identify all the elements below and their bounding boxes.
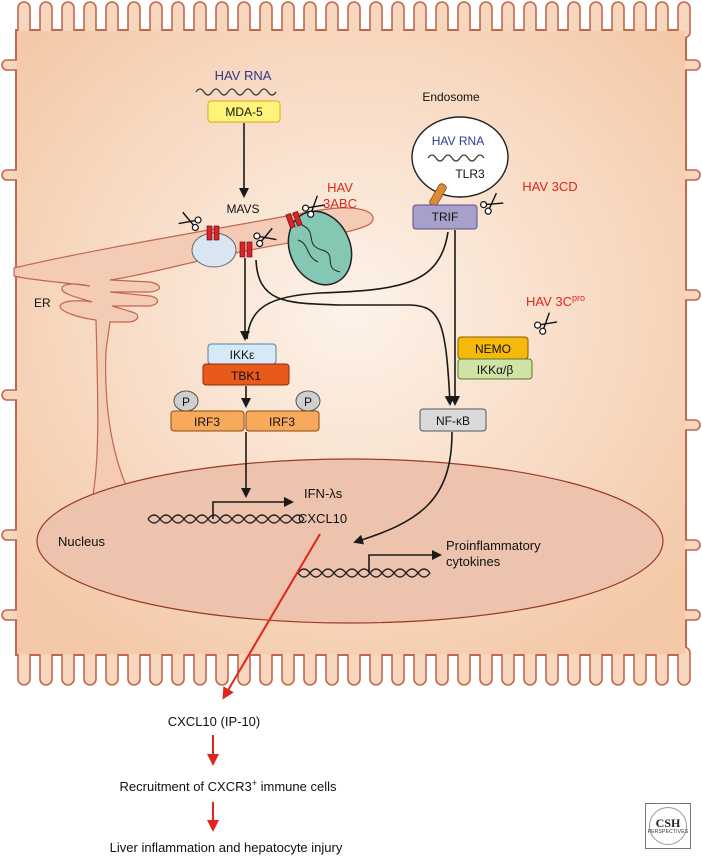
nucleus-envelope xyxy=(36,458,664,624)
liver-injury-label: Liver inflammation and hepatocyte injury xyxy=(110,840,343,855)
phospho-right-label: P xyxy=(304,395,312,409)
hav-rna-strand-cytoplasm xyxy=(195,88,277,96)
nfkb-label: NF-κB xyxy=(436,414,470,428)
promoter-arrow-cytokines xyxy=(368,550,442,573)
er-label: ER xyxy=(34,296,51,310)
mavs-dimer-mam xyxy=(239,241,253,258)
endosome-label: Endosome xyxy=(422,90,480,104)
signaling-arrows xyxy=(239,123,460,545)
irf3-left-box xyxy=(170,410,245,432)
mitochondrion xyxy=(287,210,353,286)
mavs-dimer-peroxisome xyxy=(206,225,220,241)
mavs-dimer-mitochondria xyxy=(285,211,303,229)
hav-3cpro-label: HAV 3Cpro xyxy=(526,293,585,309)
hav-rna-strand-endosome xyxy=(427,154,485,162)
logo-main-text: CSH xyxy=(655,816,681,830)
proinflammatory-label-2: cytokines xyxy=(446,554,501,569)
ikk-ab-box xyxy=(457,358,533,380)
cxcl10-ip10-label: CXCL10 (IP-10) xyxy=(168,714,260,729)
phospho-left-label: P xyxy=(182,395,190,409)
ikk-ab-label: IKKα/β xyxy=(477,363,514,377)
trif-box xyxy=(412,204,478,230)
tbk1-box xyxy=(202,363,290,386)
endoplasmic-reticulum xyxy=(13,207,374,502)
tlr3-label: TLR3 xyxy=(455,167,485,181)
cxcl10-nucleus-label: CXCL10 xyxy=(298,511,347,526)
nfkb-box xyxy=(419,408,487,432)
arrow-trif-to-ikke xyxy=(246,231,449,340)
trif-label: TRIF xyxy=(432,210,459,224)
dna-strand-ifn-2 xyxy=(147,514,305,524)
dna-strand-cytokines-2 xyxy=(297,568,431,578)
irf3-right-label: IRF3 xyxy=(269,415,295,429)
tbk1-label: TBK1 xyxy=(231,369,261,383)
hav-rna-label-endosome: HAV RNA xyxy=(432,134,484,148)
recruitment-label: Recruitment of CXCR3+ immune cells xyxy=(120,778,337,794)
promoter-arrow-ifn xyxy=(212,497,294,519)
logo-sub-text: PERSPECTIVES xyxy=(647,829,689,835)
recruitment-superscript: + xyxy=(252,778,257,788)
mavs-label: MAVS xyxy=(226,202,259,216)
dna-strand-ifn xyxy=(147,514,305,524)
dna-strand-cytokines xyxy=(297,568,431,578)
hav-3cpro-superscript: pro xyxy=(572,293,585,303)
mda5-box xyxy=(207,100,281,123)
nucleus-label: Nucleus xyxy=(58,534,105,549)
arrow-cxcl10-secretion xyxy=(222,533,321,700)
irf3-right-box xyxy=(245,410,320,432)
ikke-label: IKKε xyxy=(230,348,255,362)
mda5-label: MDA-5 xyxy=(225,105,263,119)
logo-seal: CSH PERSPECTIVES xyxy=(647,807,689,845)
nemo-label: NEMO xyxy=(475,342,511,356)
hav-3abc-label-1: HAV xyxy=(327,180,353,195)
arrow-nfkb-to-nucleus xyxy=(353,431,453,545)
csh-perspectives-logo: CSH PERSPECTIVES xyxy=(645,803,691,849)
hav-rna-label-top: HAV RNA xyxy=(215,68,272,83)
irf3-left-label: IRF3 xyxy=(194,415,220,429)
outcome-arrows xyxy=(207,533,321,832)
proinflammatory-label-1: Proinflammatory xyxy=(446,538,541,553)
ifn-lambdas-label: IFN-λs xyxy=(304,486,343,501)
hav-3abc-label-2: 3ABC xyxy=(323,196,357,211)
arrow-mavs-to-nfkb xyxy=(255,259,455,406)
hav-3cd-label: HAV 3CD xyxy=(522,179,577,194)
